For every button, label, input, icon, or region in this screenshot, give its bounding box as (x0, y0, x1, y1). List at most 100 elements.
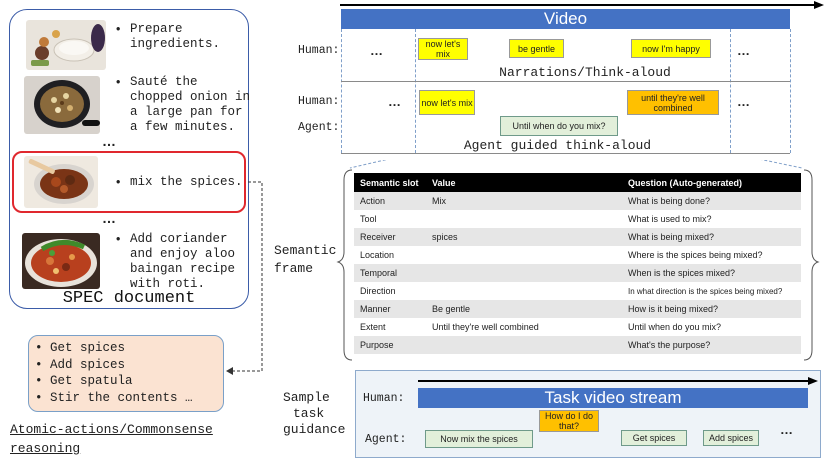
atomic-action-text: Add spices (50, 357, 126, 372)
slot-cell: Receiver (354, 228, 426, 246)
question-cell: What is being mixed? (622, 228, 801, 246)
step-line: Prepare (130, 22, 183, 36)
semantic-frame-table: Semantic slot Value Question (Auto-gener… (354, 173, 801, 354)
step-line: chopped onion in (130, 90, 251, 104)
atomic-action-text: Get spatula (50, 374, 133, 388)
narration-right-dots: … (737, 43, 751, 58)
guided-human-label: Human: (298, 95, 340, 108)
column-header-slot: Semantic slot (354, 173, 426, 192)
table-header-row: Semantic slot Value Question (Auto-gener… (354, 173, 801, 192)
step-line: a few minutes. (130, 120, 236, 134)
task-video-stream-bar: Task video stream (418, 388, 808, 408)
step-line: and enjoy aloo (130, 247, 236, 261)
video-bottom-separator (341, 153, 790, 154)
highlighted-step-frame (12, 151, 246, 213)
narration-box-happy: now I'm happy (631, 39, 711, 58)
question-cell: Where is the spices being mixed? (628, 250, 763, 260)
segment-end-dashed-line (730, 29, 731, 153)
video-row-separator (341, 81, 790, 82)
atomic-action-item: • Stir the contents … (35, 390, 223, 407)
task-human-label: Human: (363, 392, 405, 405)
question-cell: How is it being mixed? (622, 300, 801, 318)
value-cell: Until they're well combined (432, 322, 539, 332)
slot-cell: Purpose (354, 336, 426, 354)
spec-ellipsis: … (102, 210, 117, 226)
value-cell (426, 246, 622, 264)
narrations-caption: Narrations/Think-aloud (499, 65, 671, 80)
step-line: Sauté the (130, 75, 198, 89)
segment-left-dashed-line (341, 29, 342, 153)
spec-step-4: • Add coriander and enjoy aloo baingan r… (116, 232, 235, 292)
bullet: • (116, 75, 121, 89)
step-line: baingan recipe (130, 262, 236, 276)
step-line: ingredients. (130, 37, 221, 51)
spice-pot-photo (24, 156, 98, 208)
question-cell: What is being done? (622, 192, 801, 210)
step-to-atomic-connector (226, 181, 263, 375)
pan-onion-photo (24, 76, 100, 134)
task-agent-reply-mix: Now mix the spices (425, 430, 533, 448)
spec-document-panel (9, 9, 249, 309)
atomic-action-item: • Get spices (35, 340, 223, 357)
value-cell (426, 336, 622, 354)
caption-line: reasoning (10, 441, 81, 456)
guided-human-box-combined: until they're well combined (627, 90, 719, 115)
bullet: • (35, 341, 43, 355)
slot-cell: Tool (360, 214, 377, 224)
bullet: • (116, 175, 121, 189)
slot-cell: Direction (360, 286, 396, 296)
table-row: Temporal When is the spices mixed? (354, 264, 801, 282)
table-row: Direction In what direction is the spice… (354, 282, 801, 300)
bullet: • (116, 232, 121, 246)
spec-step-3: • mix the spices. (116, 175, 243, 190)
slot-cell: Manner (354, 300, 426, 318)
task-right-dots: … (780, 422, 794, 437)
task-agent-label: Agent: (365, 433, 407, 446)
label-line: guidance (283, 422, 346, 437)
table-row: Receiver spices What is being mixed? (354, 228, 801, 246)
value-cell: spices (426, 228, 622, 246)
spec-document-title: SPEC document (62, 289, 196, 308)
task-agent-reply-get-spices: Get spices (621, 430, 687, 446)
task-timeline-arrow (418, 377, 818, 385)
value-cell (426, 210, 622, 228)
narration-left-dots: … (370, 43, 384, 58)
table-row: Action Mix What is being done? (354, 192, 801, 210)
question-cell: Until when do you mix? (628, 322, 722, 332)
spec-step-1: • Prepare ingredients. (116, 22, 220, 52)
value-cell (426, 264, 622, 282)
slot-cell: Extent (360, 322, 386, 332)
table-row: Location Where is the spices being mixed… (354, 246, 801, 264)
column-header-value: Value (426, 173, 622, 192)
guided-agent-label: Agent: (298, 121, 340, 134)
guided-caption: Agent guided think-aloud (463, 138, 652, 153)
narration-box-mix: now let's mix (418, 38, 468, 60)
aloo-baingan-photo (22, 233, 100, 289)
table-row: Manner Be gentle How is it being mixed? (354, 300, 801, 318)
table-row: Tool What is used to mix? (354, 210, 801, 228)
spec-ellipsis: … (102, 133, 117, 149)
spec-step-2: • Sauté the chopped onion in a large pan… (116, 75, 250, 135)
step-line: with roti. (130, 277, 206, 291)
label-line: task (293, 406, 325, 421)
question-cell: What is used to mix? (628, 214, 712, 224)
value-cell (426, 282, 622, 300)
question-cell: When is the spices mixed? (622, 264, 801, 282)
slot-cell: Location (360, 250, 395, 260)
atomic-actions-caption: Atomic-actions/Commonsense reasoning (10, 420, 213, 458)
value-cell: Mix (426, 192, 622, 210)
bullet: • (116, 22, 121, 36)
question-cell: What's the purpose? (622, 336, 801, 354)
bullet: • (35, 374, 43, 388)
caption-line: Atomic-actions/Commonsense (10, 422, 213, 437)
step-line: mix the spices. (130, 175, 243, 189)
step-line: a large pan for (130, 105, 243, 119)
table-row: Purpose What's the purpose? (354, 336, 801, 354)
semantic-frame-label: Semantic frame (274, 242, 336, 278)
ingredients-photo (26, 20, 106, 70)
atomic-actions-box: • Get spices • Add spices • Get spatula … (28, 335, 224, 412)
sample-task-guidance-label: Sample task guidance (283, 390, 345, 438)
label-line: frame (274, 261, 314, 276)
guided-left-dots: … (388, 94, 402, 109)
label-line: Semantic (274, 243, 337, 258)
